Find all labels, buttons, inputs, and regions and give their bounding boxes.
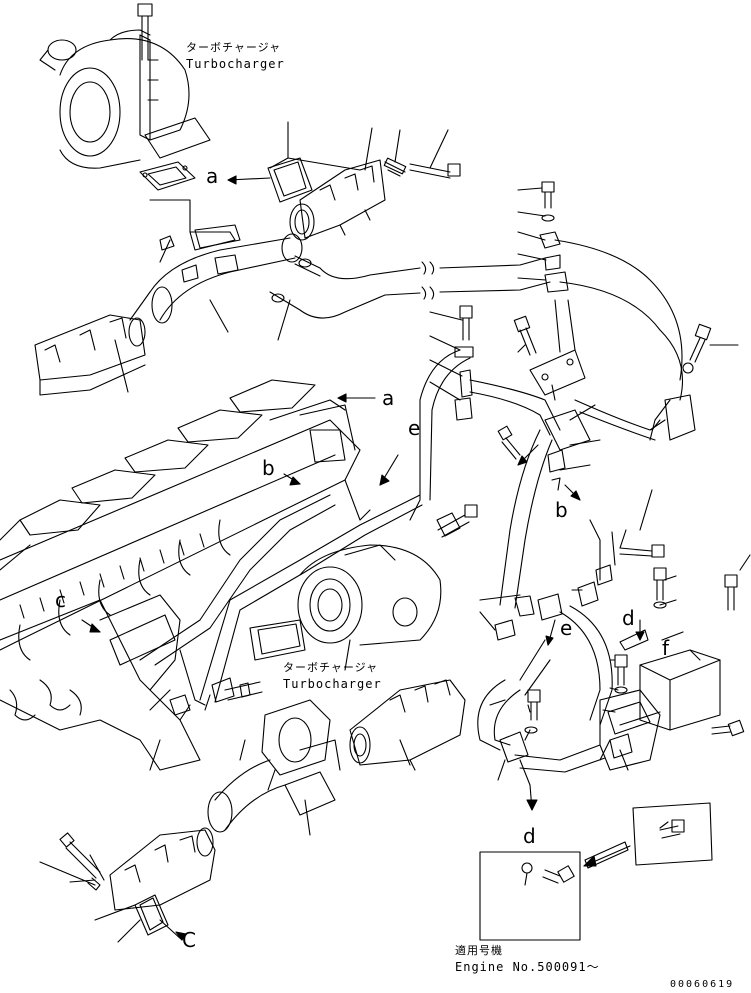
callout-f: f xyxy=(662,636,670,660)
bolts-right-upper xyxy=(539,181,569,293)
temperature-sensor-lines xyxy=(269,255,551,319)
turbocharger-middle-label-jp: ターボチャージャ xyxy=(283,661,379,674)
detail-box-d xyxy=(479,841,631,941)
detail-box-f xyxy=(632,802,713,866)
turbocharger-top-label-en: Turbocharger xyxy=(186,57,285,71)
stud-bolt xyxy=(409,163,461,179)
leader-lines-right xyxy=(429,187,751,781)
bolt-lower-left xyxy=(59,832,105,891)
exhaust-manifold-lower-left xyxy=(109,827,216,911)
turbocharger-middle xyxy=(297,544,442,671)
callout-c-left: c xyxy=(55,588,66,612)
cylinder-head-block xyxy=(0,404,371,661)
callout-e-upper: e xyxy=(408,416,421,440)
callout-e-lower: e xyxy=(560,616,573,640)
dowel-pin xyxy=(383,157,407,177)
leader-lines-lower xyxy=(39,689,411,943)
turbo-flange xyxy=(144,117,241,251)
callout-a-top: a xyxy=(206,164,219,188)
callout-b-left: b xyxy=(262,456,275,480)
callout-arrows xyxy=(81,393,645,646)
bolt-f-side xyxy=(711,719,745,737)
bracket-mid-right xyxy=(529,299,586,396)
leader-lines-left xyxy=(114,239,291,393)
gasket-middle xyxy=(249,619,306,661)
leader-lines-top xyxy=(269,121,449,171)
pipe-clamps-middle xyxy=(169,677,263,716)
pipes-center-right xyxy=(409,349,666,609)
bolts-right-column xyxy=(524,544,738,734)
gasket-c xyxy=(134,894,187,941)
turbocharger-middle-label-en: Turbocharger xyxy=(283,677,382,691)
bolt-far-right xyxy=(682,323,712,374)
hose-lower-right xyxy=(477,639,606,811)
applicable-serial-label: 適用号機 xyxy=(455,944,503,957)
bolts-mid-right xyxy=(454,305,537,421)
callout-a-mid: a xyxy=(382,386,395,410)
pipe-vertical-right xyxy=(554,239,696,441)
callout-d-lower: d xyxy=(523,824,536,848)
engine-number-label: Engine No.500091～ xyxy=(455,960,600,974)
gasket-a xyxy=(139,161,271,191)
clamps-lower-right xyxy=(494,564,613,726)
exhaust-pipe-long xyxy=(139,494,423,706)
drawing-code: 00060619 xyxy=(670,979,735,990)
callout-d-right: d xyxy=(622,606,635,630)
callout-b-right: b xyxy=(555,498,568,522)
gasket-upper xyxy=(267,157,313,203)
callout-c-bottom: C xyxy=(182,928,196,952)
bolts-middle xyxy=(436,425,566,538)
exhaust-manifold-upper-left xyxy=(34,291,151,396)
exhaust-outlet-bottom xyxy=(207,699,341,833)
bracket-f xyxy=(599,649,721,771)
bolt-top xyxy=(137,3,153,61)
exhaust-manifold-upper-right xyxy=(289,159,386,241)
turbocharger-top xyxy=(39,29,190,169)
connecting-pipe xyxy=(149,233,303,324)
engine-block-lower xyxy=(0,594,201,771)
exhaust-manifold-lower-right xyxy=(349,679,466,771)
cylinder-head-covers xyxy=(0,379,346,571)
turbocharger-top-label-jp: ターボチャージャ xyxy=(186,41,282,54)
